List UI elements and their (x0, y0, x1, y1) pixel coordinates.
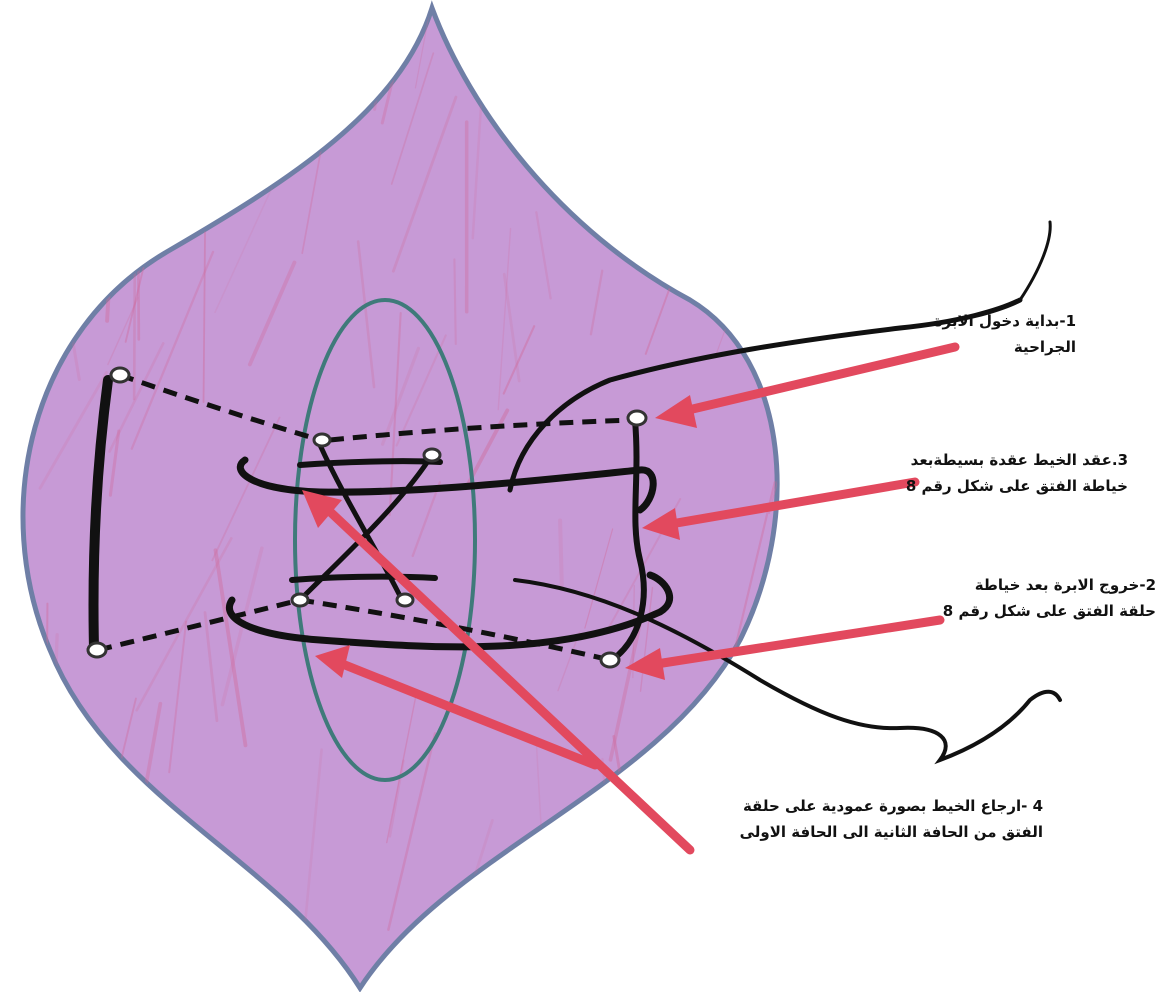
label-step2-line2: حلقة الفتق على شكل رقم 8 (943, 598, 1156, 624)
label-step1-line1: 1-بداية دخول الابرة (934, 308, 1076, 334)
muscle-streak (46, 604, 47, 736)
hole-ring-bottom-left (292, 594, 308, 606)
hole-ring-bottom-right (397, 594, 413, 606)
muscle-streak (514, 7, 568, 119)
muscle-streak (454, 259, 455, 344)
label-step1: 1-بداية دخول الابرة الجراحية (934, 308, 1076, 360)
lower-crossbar (292, 577, 435, 580)
muscle-streak (127, 0, 142, 52)
muscle-streak (761, 118, 773, 319)
label-step1-line2: الجراحية (934, 334, 1076, 360)
muscle-streak (762, 0, 795, 42)
label-step4: 4 -ارجاع الخيط بصورة عمودية على حلقة الف… (740, 793, 1043, 845)
muscle-streak (766, 211, 789, 339)
muscle-streak (103, 17, 131, 102)
muscle-streak (554, 104, 568, 195)
muscle-streak (35, 103, 53, 209)
muscle-streak (615, 0, 655, 101)
muscle-streak (43, 790, 98, 940)
label-step2: 2-خروج الابرة بعد خياطة حلقة الفتق على ش… (943, 572, 1156, 624)
muscle-streak (105, 61, 152, 190)
muscle-streak (671, 92, 698, 204)
label-step3-line1: 3.عقد الخيط عقدة بسيطةبعد (906, 447, 1128, 473)
muscle-streak (224, 116, 257, 193)
hole-left-bottom (88, 643, 106, 657)
muscle-streak (105, 152, 106, 233)
label-step4-line2: الفتق من الحافة الثانية الى الحافة الاول… (740, 819, 1043, 845)
hole-right-top (628, 411, 646, 425)
label-step3-line2: خياطة الفتق على شكل رقم 8 (906, 473, 1128, 499)
thread-tail-top (1020, 222, 1050, 300)
hole-right-bottom (601, 653, 619, 667)
label-step2-line1: 2-خروج الابرة بعد خياطة (943, 572, 1156, 598)
label-step4-line1: 4 -ارجاع الخيط بصورة عمودية على حلقة (740, 793, 1043, 819)
muscle-streak (94, 0, 102, 59)
muscle-streak (540, 0, 589, 110)
muscle-streak (724, 20, 769, 136)
hole-ring-top-left (314, 434, 330, 446)
muscle-streak (697, 792, 714, 912)
muscle-streak (721, 225, 747, 283)
label-step3: 3.عقد الخيط عقدة بسيطةبعد خياطة الفتق عل… (906, 447, 1128, 499)
hole-left-top (111, 368, 129, 382)
hole-ring-top-right (424, 449, 440, 461)
muscle-streak (83, 138, 104, 276)
muscle-streak (91, 794, 100, 892)
muscle-streak (774, 580, 848, 775)
muscle-streak (134, 0, 167, 43)
muscle-streak (560, 520, 562, 587)
muscle-streak (618, 117, 622, 232)
